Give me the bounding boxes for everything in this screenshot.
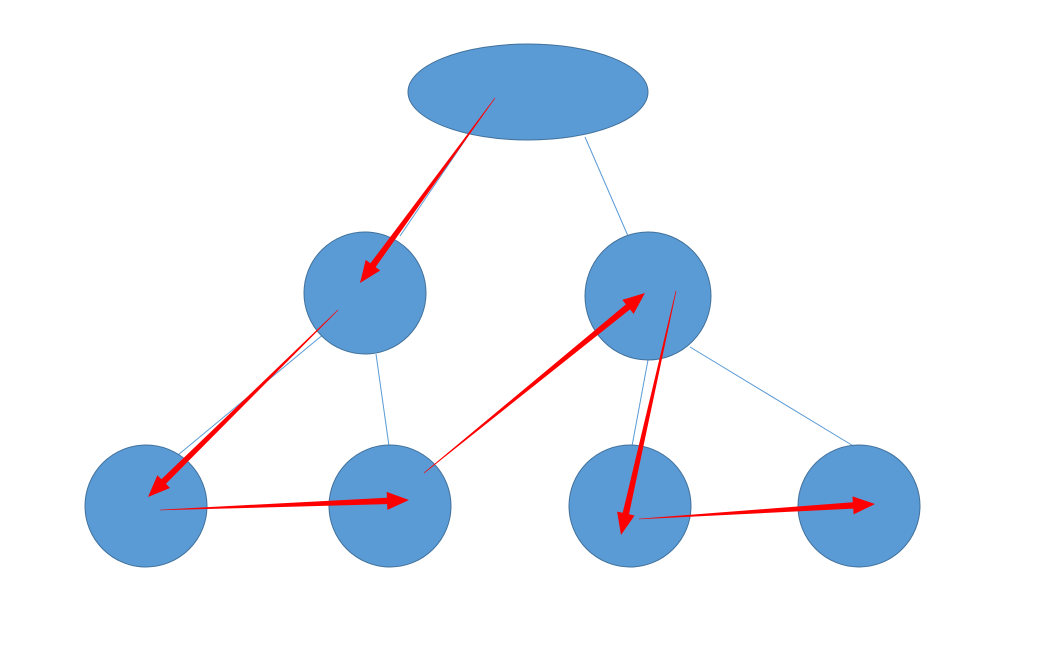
- edge-left-child-to-leaf-2: [375, 353, 390, 447]
- node-root: [407, 43, 649, 141]
- traversal-arrow-2-icon: [148, 309, 339, 497]
- traversal-arrows: [148, 97, 875, 535]
- edge-right-child-to-leaf-3: [631, 359, 649, 447]
- traversal-arrow-3-icon: [160, 491, 409, 511]
- traversal-arrow-6-icon: [639, 496, 875, 520]
- node-right-child: [584, 231, 712, 361]
- edge-right-child-to-leaf-4: [689, 346, 856, 448]
- edge-root-to-right-child: [584, 136, 629, 237]
- tree-nodes: [84, 43, 921, 568]
- traversal-arrow-4-icon: [423, 293, 645, 474]
- node-left-child: [303, 231, 427, 355]
- node-leaf-1: [84, 444, 208, 568]
- traversal-arrow-5-icon: [617, 290, 677, 535]
- traversal-arrow-1-icon: [360, 97, 496, 283]
